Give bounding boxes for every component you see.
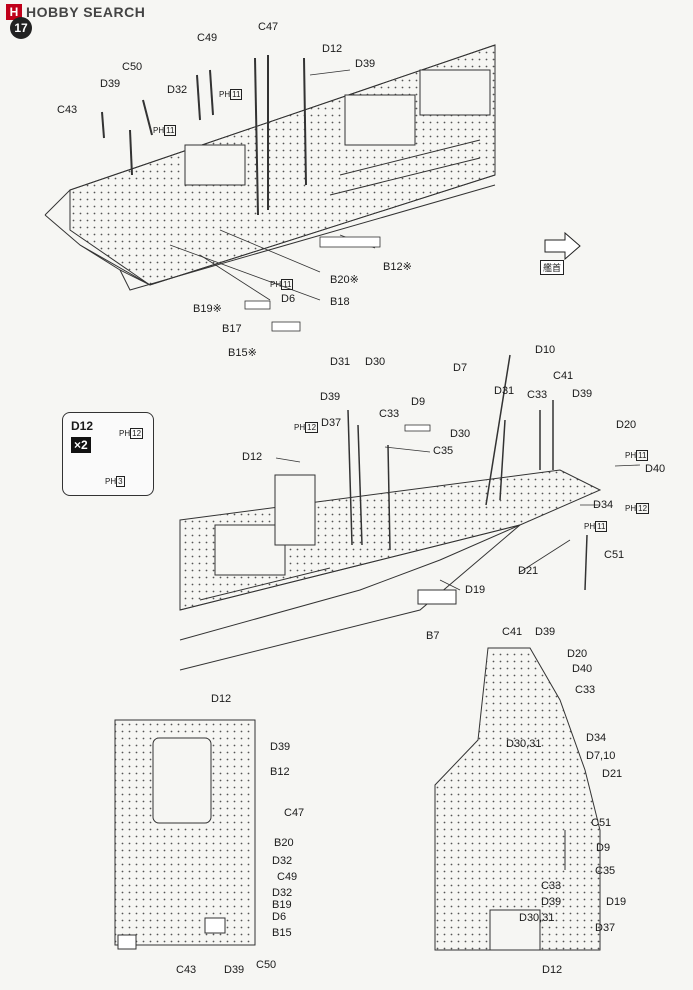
plan-right-d30-31-a: D30,31	[506, 738, 542, 750]
step-number-badge: 17	[10, 17, 32, 39]
label-b15: B15※	[228, 347, 257, 359]
plan-left-c47: C47	[284, 807, 305, 819]
plan-left-b20: B20	[274, 837, 294, 849]
plan-right-c35: C35	[595, 865, 616, 877]
label-d12-top: D12	[322, 43, 343, 55]
plan-left-c49: C49	[277, 871, 298, 883]
plan-left-d12: D12	[211, 693, 232, 705]
top-hull-drawing	[44, 44, 496, 291]
label-d34: D34	[593, 499, 614, 511]
label-d20: D20	[616, 419, 637, 431]
plan-left-b19: B19	[272, 899, 292, 911]
label-d7: D7	[453, 362, 468, 374]
plan-right-d12: D12	[542, 964, 563, 976]
label-b19: B19※	[193, 303, 222, 315]
plan-left-b12: B12	[270, 766, 290, 778]
plan-left-d39-bottom: D39	[224, 964, 245, 976]
label-b17: B17	[222, 323, 242, 335]
label-d39-top: D39	[355, 58, 376, 70]
label-d39-left: D39	[100, 78, 121, 90]
label-d40: D40	[645, 463, 666, 475]
label-c33-right: C33	[527, 389, 548, 401]
plan-right-d30-31-b: D30,31	[519, 912, 555, 924]
middle-leader-lines	[275, 424, 641, 591]
label-b20: B20※	[330, 274, 359, 286]
inset-part-label: D12	[71, 419, 94, 433]
plan-right-c33: C33	[575, 684, 596, 696]
plan-left-b15: B15	[272, 927, 292, 939]
label-d21: D21	[518, 565, 539, 577]
label-b7: B7	[426, 630, 440, 642]
label-d31-b: D31	[494, 385, 515, 397]
plan-left-c50: C50	[256, 959, 277, 971]
plan-left-drawing	[114, 719, 256, 950]
middle-part-rods	[347, 354, 588, 591]
label-b18: B18	[330, 296, 350, 308]
label-c47: C47	[258, 21, 279, 33]
label-d6: D6	[281, 293, 296, 305]
plan-right-d39-b: D39	[541, 896, 562, 908]
plan-right-c41: C41	[502, 626, 523, 638]
logo-text: HOBBY SEARCH	[26, 4, 146, 20]
site-header: H HOBBY SEARCH	[6, 4, 145, 20]
plan-right-c51: C51	[591, 817, 612, 829]
label-d37: D37	[321, 417, 342, 429]
plan-left-c43: C43	[176, 964, 197, 976]
plan-right-c33-b: C33	[541, 880, 562, 892]
label-d30-b: D30	[450, 428, 471, 440]
label-c50: C50	[122, 61, 143, 73]
label-d31-a: D31	[330, 356, 351, 368]
logo-mark: H	[6, 4, 22, 20]
label-d30-a: D30	[365, 356, 386, 368]
plan-right-d21: D21	[602, 768, 623, 780]
label-c51: C51	[604, 549, 625, 561]
label-d32: D32	[167, 84, 188, 96]
plan-left-d32-b: D32	[272, 887, 293, 899]
label-c35: C35	[433, 445, 454, 457]
label-c41: C41	[553, 370, 574, 382]
plan-right-d34: D34	[586, 732, 607, 744]
plan-left-d32-a: D32	[272, 855, 293, 867]
label-d10: D10	[535, 344, 556, 356]
label-d39-mid-right: D39	[572, 388, 593, 400]
plan-left-d6: D6	[272, 911, 287, 923]
plan-right-d40: D40	[572, 663, 593, 675]
plan-right-d9: D9	[596, 842, 611, 854]
inset-multiplier: ×2	[71, 437, 91, 453]
plan-right-drawing	[434, 647, 601, 951]
label-c49: C49	[197, 32, 218, 44]
plan-left-d39: D39	[270, 741, 291, 753]
plan-right-d39: D39	[535, 626, 556, 638]
label-d9: D9	[411, 396, 426, 408]
plan-right-d37: D37	[595, 922, 616, 934]
label-d12-mid: D12	[242, 451, 263, 463]
label-c33-left: C33	[379, 408, 400, 420]
label-d39-mid-left: D39	[320, 391, 341, 403]
top-leader-lines	[169, 69, 381, 332]
label-d19: D19	[465, 584, 486, 596]
label-b12: B12※	[383, 261, 412, 273]
plan-right-d20: D20	[567, 648, 588, 660]
bow-label: 艦首	[540, 260, 565, 275]
plan-right-d19: D19	[606, 896, 627, 908]
label-c43: C43	[57, 104, 78, 116]
top-part-rods	[101, 55, 307, 216]
plan-right-d7-10: D7,10	[586, 750, 616, 762]
bow-arrow-icon	[544, 231, 581, 261]
